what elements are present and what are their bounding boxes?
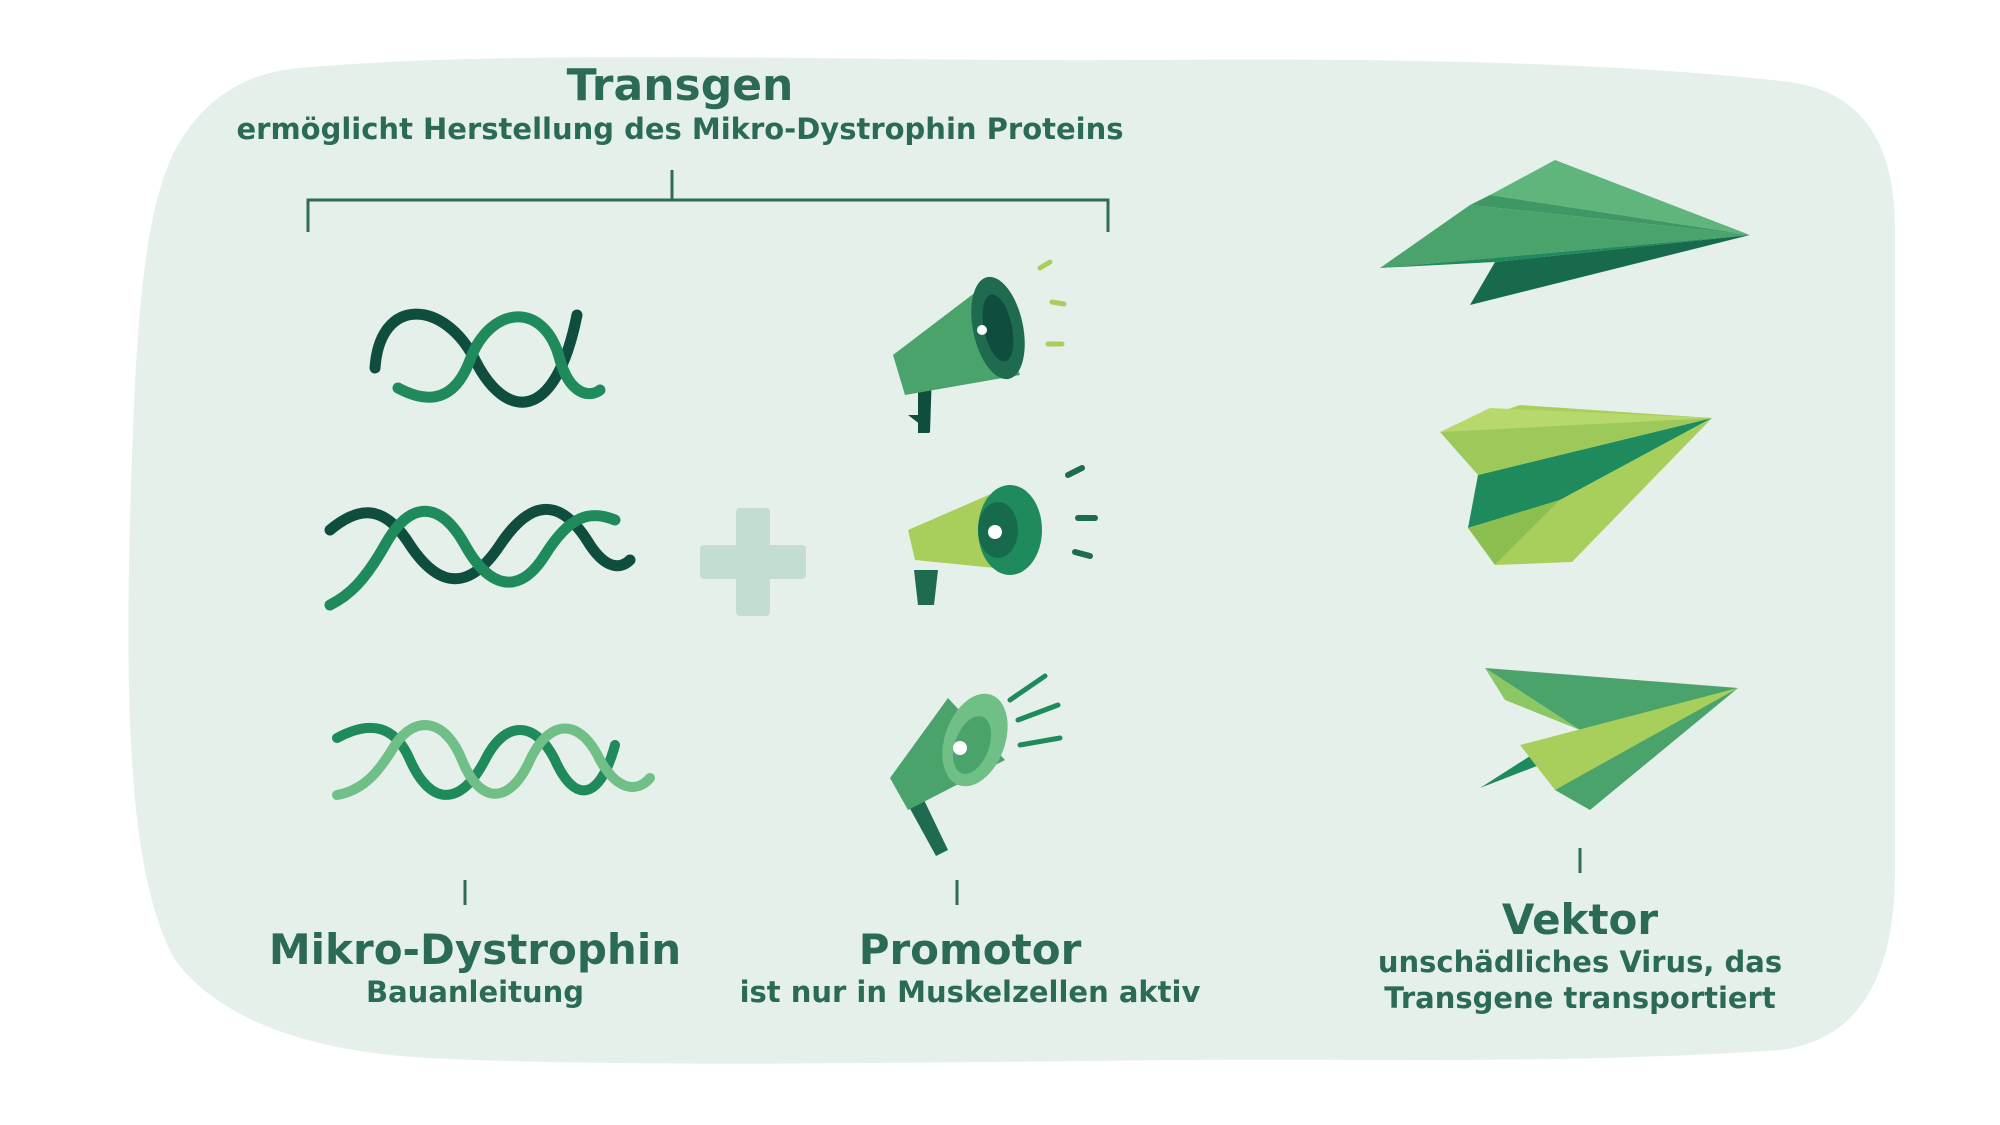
promotor-title: Promotor bbox=[858, 925, 1082, 974]
vektor-title: Vektor bbox=[1501, 895, 1659, 944]
paper-plane-icon bbox=[1480, 668, 1738, 810]
dna-helix-icon bbox=[369, 308, 606, 408]
promotor-subtitle: ist nur in Muskelzellen aktiv bbox=[739, 975, 1201, 1009]
mikro-dystrophin-label: Mikro-Dystrophin Bauanleitung bbox=[240, 925, 710, 1010]
paper-plane-icon bbox=[1380, 160, 1750, 305]
megaphone-icon bbox=[893, 259, 1067, 433]
mikro-dystrophin-subtitle: Bauanleitung bbox=[366, 975, 584, 1009]
vektor-label: Vektor unschädliches Virus, das Transgen… bbox=[1320, 895, 1840, 1017]
dna-helix-icon bbox=[332, 720, 655, 800]
paper-plane-icon bbox=[1440, 405, 1712, 565]
dna-helix-icon bbox=[324, 503, 636, 611]
label-ticks bbox=[463, 848, 1582, 905]
transgen-title: Transgen bbox=[566, 60, 794, 111]
megaphone-icon bbox=[890, 673, 1063, 856]
mikro-dystrophin-title: Mikro-Dystrophin bbox=[268, 925, 682, 974]
transgen-bracket bbox=[306, 170, 1110, 232]
transgen-subtitle: ermöglicht Herstellung des Mikro-Dystrop… bbox=[236, 112, 1124, 146]
vektor-subtitle-line1: unschädliches Virus, das bbox=[1377, 945, 1783, 979]
transgen-label: Transgen ermöglicht Herstellung des Mikr… bbox=[180, 60, 1180, 147]
megaphone-icon bbox=[908, 465, 1098, 605]
plus-icon bbox=[700, 508, 806, 616]
vektor-subtitle-line2: Transgene transportiert bbox=[1384, 981, 1776, 1016]
promotor-label: Promotor ist nur in Muskelzellen aktiv bbox=[700, 925, 1240, 1010]
